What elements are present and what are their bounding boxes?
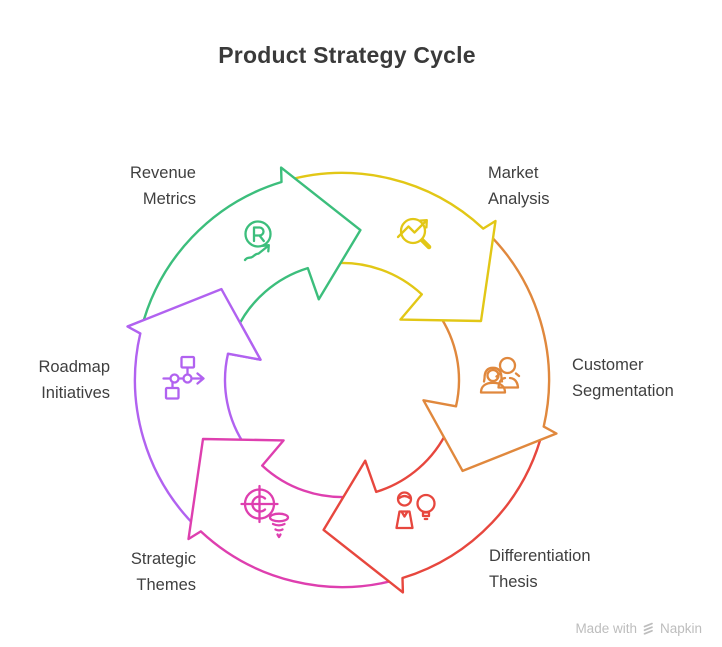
registered-trend-icon <box>243 220 272 262</box>
magnifier-trend-icon <box>396 217 432 250</box>
label-line: Segmentation <box>572 382 674 400</box>
label-roadmap-initiatives: Roadmap Initiatives <box>0 354 110 406</box>
label-differentiation-thesis: Differentiation Thesis <box>489 543 664 595</box>
label-strategic-themes: Strategic Themes <box>46 546 196 598</box>
cycle-arrow-roadmap-initiatives-head <box>127 289 261 360</box>
label-line: Market <box>488 164 539 182</box>
watermark-brand: Napkin <box>659 621 702 636</box>
label-line: Thesis <box>489 573 538 591</box>
label-line: Revenue <box>129 164 196 182</box>
cycle-arrow-roadmap-initiatives-head-edge <box>126 287 262 361</box>
label-line: Metrics <box>142 190 196 208</box>
label-market-analysis: Market Analysis <box>488 160 648 212</box>
label-line: Initiatives <box>41 384 110 402</box>
label-revenue-metrics: Revenue Metrics <box>46 160 196 212</box>
cycle-arrow-strategic-themes <box>187 437 401 589</box>
napkin-watermark: Made with Napkin <box>575 621 702 636</box>
label-line: Themes <box>136 576 196 594</box>
label-line: Customer <box>572 356 644 374</box>
cycle-arrow-market-analysis <box>283 171 497 323</box>
napkin-logo-icon <box>643 622 653 635</box>
label-line: Differentiation <box>489 547 591 565</box>
people-group-icon <box>479 356 521 394</box>
label-line: Analysis <box>488 190 550 208</box>
label-customer-segmentation: Customer Segmentation <box>572 352 720 404</box>
label-line: Strategic <box>130 550 196 568</box>
target-tornado-icon <box>240 484 290 539</box>
flowchart-icon <box>162 355 205 400</box>
watermark-text: Made with <box>575 621 637 636</box>
person-lightbulb-icon <box>395 491 436 530</box>
label-line: Roadmap <box>38 358 110 376</box>
page-title: Product Strategy Cycle <box>218 42 476 68</box>
